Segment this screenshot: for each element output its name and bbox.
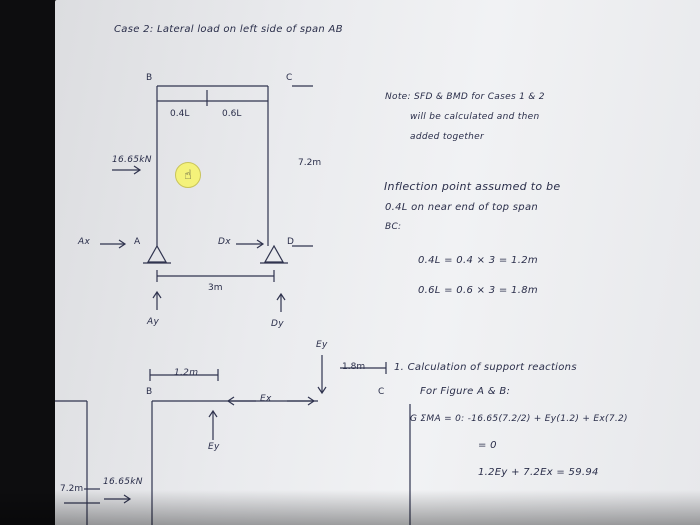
inflection-calc-1: 0.4L = 0.4 × 3 = 1.2m (418, 255, 538, 266)
ax-label: Ax (78, 237, 91, 247)
node-b-label: B (146, 73, 153, 83)
ay-label: Ay (147, 317, 160, 327)
seg-right-label: 0.6L (222, 109, 242, 119)
load-label-bottom: 16.65kN (103, 477, 143, 487)
section-1-eq1: G ΣMA = 0: -16.65(7.2/2) + Ey(1.2) + Ex(… (410, 414, 628, 424)
seg-left-label: 0.4L (170, 109, 190, 119)
node-c-label: C (286, 73, 293, 83)
ex-label: Ex (260, 394, 272, 404)
note-line-1: Note: SFD & BMD for Cases 1 & 2 (385, 92, 545, 102)
note-line-3: added together (410, 132, 485, 142)
height-label-bottom: 7.2m (60, 484, 84, 494)
ey-bottom-label: Ey (208, 442, 220, 452)
support-a-label: A (134, 237, 141, 247)
inflection-calc-2: 0.6L = 0.6 × 3 = 1.8m (418, 285, 538, 296)
dx-label: Dx (218, 237, 231, 247)
section-1-eq3: 1.2Ey + 7.2Ex = 59.94 (478, 467, 599, 478)
dy-label: Dy (271, 319, 284, 329)
span-label: 3m (208, 283, 223, 293)
section-1-for: For Figure A & B: (420, 386, 511, 397)
support-d (263, 244, 285, 263)
dim-left-label: 1.2m (174, 368, 199, 378)
dim-right-label: 1.8m (342, 362, 366, 372)
load-label-top: 16.65kN (112, 155, 152, 165)
height-label-top: 7.2m (298, 158, 322, 168)
section-1-eq2: = 0 (478, 440, 497, 451)
support-a (146, 244, 168, 263)
section-1-title: 1. Calculation of support reactions (394, 362, 577, 373)
node-c-bottom-label: C (378, 387, 385, 397)
inflection-line-2: 0.4L on near end of top span (385, 202, 539, 213)
ey-top-label: Ey (316, 340, 328, 350)
note-line-2: will be calculated and then (410, 112, 540, 122)
hand-cursor-icon: ☝ (175, 162, 201, 188)
node-b-bottom-label: B (146, 387, 153, 397)
page-heading: Case 2: Lateral load on left side of spa… (114, 24, 343, 35)
inflection-line-3: BC: (385, 222, 402, 232)
inflection-line-1: Inflection point assumed to be (384, 180, 561, 193)
support-d-label: D (287, 237, 294, 247)
